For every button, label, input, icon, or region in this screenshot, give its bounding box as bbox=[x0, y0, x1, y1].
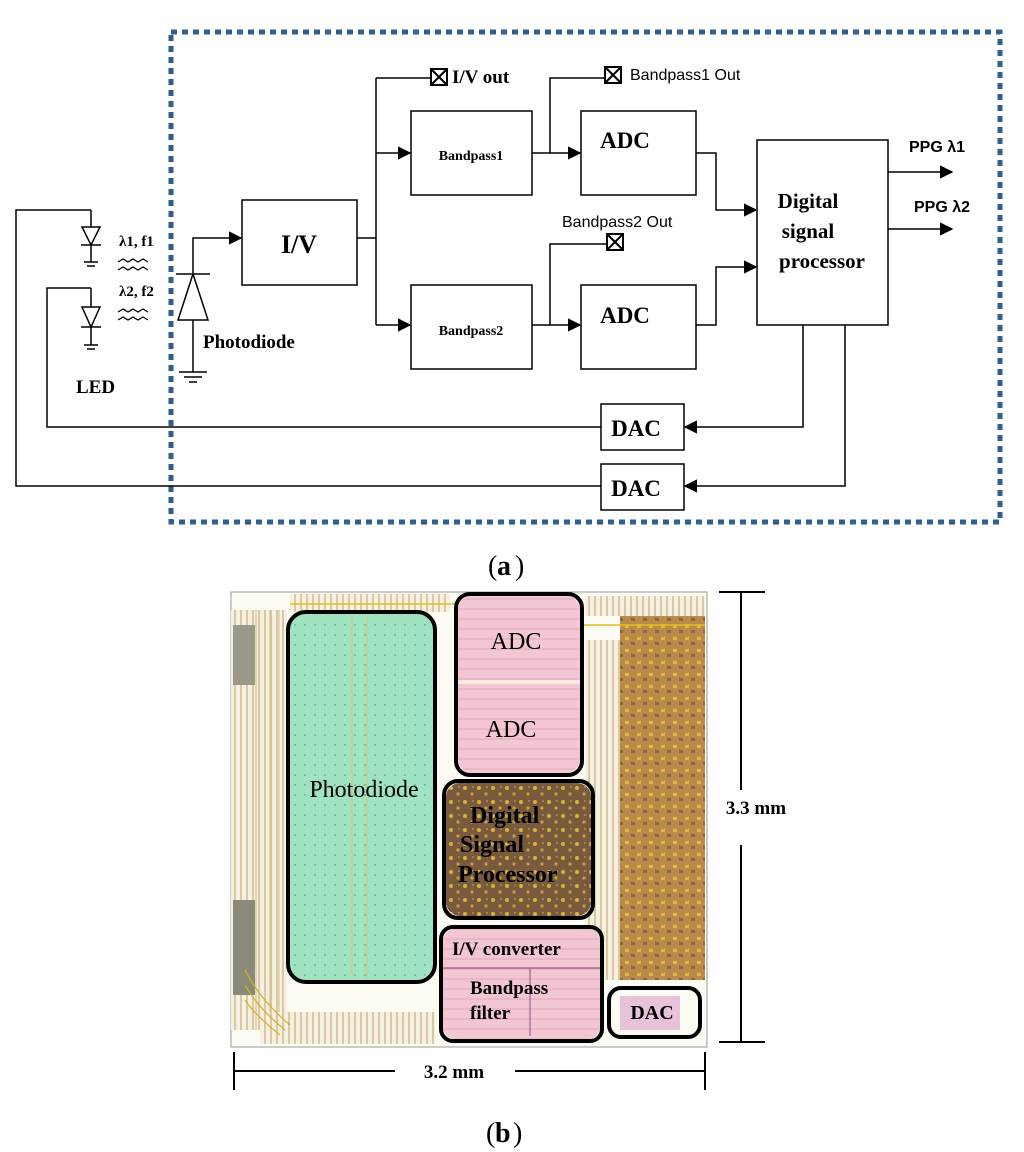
bandpass2-block-label: Bandpass2 bbox=[439, 324, 504, 339]
adc-region-outline bbox=[454, 592, 584, 777]
width-dimension-label: 3.2 mm bbox=[424, 1062, 484, 1083]
chip-layout-b: Photodiode ADC ADC Digital Signal Proces… bbox=[230, 591, 786, 1090]
adc2-region-label: ADC bbox=[486, 717, 537, 743]
dsp-region-line2: Signal bbox=[460, 832, 524, 858]
adc-region-fill bbox=[458, 596, 580, 773]
bandpass2-block bbox=[410, 284, 533, 370]
bandpass-filter-line2: filter bbox=[470, 1003, 511, 1024]
bandpass-filter-line1: Bandpass bbox=[470, 978, 548, 999]
led-1-symbol bbox=[80, 210, 102, 267]
caption-b-close: ) bbox=[513, 1118, 522, 1149]
top-routing bbox=[290, 594, 450, 612]
chip-boundary-dashed bbox=[168, 29, 1003, 525]
bandpass2-out-pad bbox=[606, 233, 624, 251]
bottom-routing-lines bbox=[244, 969, 291, 1036]
iv-block bbox=[241, 199, 358, 286]
caption-a: a bbox=[497, 551, 511, 582]
iv-bandpass-region-fill bbox=[443, 929, 600, 1039]
pad-bottom-left bbox=[233, 900, 255, 995]
caption-b: b bbox=[495, 1118, 511, 1149]
adc1-block bbox=[580, 110, 697, 196]
digital-logic-fill bbox=[620, 612, 705, 980]
dsp-region-line1: Digital bbox=[470, 803, 540, 829]
photodiode-region-label: Photodiode bbox=[309, 777, 418, 803]
adc1-region-label: ADC bbox=[491, 629, 542, 655]
bottom-routing bbox=[260, 1012, 435, 1044]
ppg-1-label: PPG λ1 bbox=[909, 139, 965, 156]
dac-region-fill bbox=[620, 996, 680, 1030]
photodiode-symbol bbox=[176, 231, 243, 383]
dac-region-outline bbox=[607, 986, 702, 1039]
ppg-2-label: PPG λ2 bbox=[914, 199, 970, 216]
adc2-block bbox=[580, 284, 697, 370]
block-diagram-a: λ1, f1 λ2, f2 Photodiode LED I/V Bandpas… bbox=[15, 29, 1003, 525]
bandpass1-block bbox=[410, 110, 533, 196]
adc-stack-divider bbox=[458, 680, 580, 684]
iv-out-label: I/V out bbox=[452, 67, 510, 88]
caption-a-close: ) bbox=[515, 551, 524, 582]
light-rays bbox=[117, 258, 149, 321]
iv-out-pad bbox=[430, 68, 448, 86]
iv-block-label: I/V bbox=[281, 230, 317, 259]
dac1-block bbox=[600, 403, 685, 451]
bandpass1-block-label: Bandpass1 bbox=[439, 149, 504, 164]
bandpass2-out-label: Bandpass2 Out bbox=[562, 214, 673, 231]
dsp-region-fill bbox=[446, 783, 591, 916]
dsp-region-outline bbox=[442, 779, 595, 920]
bandpass1-out-pad bbox=[604, 66, 622, 84]
bandpass1-out-label: Bandpass1 Out bbox=[630, 67, 741, 84]
dsp-region-line3: Processor bbox=[458, 862, 558, 888]
height-dimension bbox=[719, 591, 765, 1043]
pad-top-left bbox=[233, 625, 255, 685]
dac-region-label: DAC bbox=[630, 1002, 673, 1024]
top-right-routing bbox=[585, 596, 705, 616]
photodiode-label: Photodiode bbox=[203, 332, 295, 353]
led-2-label: λ2, f2 bbox=[119, 284, 154, 300]
photodiode-outline bbox=[286, 610, 437, 984]
adc1-block-label: ADC bbox=[600, 128, 650, 153]
led-2-symbol bbox=[80, 288, 102, 350]
photodiode-dotgrid bbox=[292, 616, 431, 978]
adc2-block-label: ADC bbox=[600, 303, 650, 328]
dac2-block-label: DAC bbox=[611, 476, 661, 501]
dac2-block bbox=[600, 463, 685, 511]
pad-column-lines bbox=[255, 610, 280, 1030]
caption-a-open: ( bbox=[488, 551, 497, 582]
width-dimension bbox=[233, 1052, 706, 1090]
caption-b-open: ( bbox=[486, 1118, 495, 1149]
dsp-label-line3: processor bbox=[779, 249, 865, 273]
dac1-block-label: DAC bbox=[611, 416, 661, 441]
dsp-label-line2: signal bbox=[782, 219, 835, 243]
led-1-label: λ1, f1 bbox=[119, 234, 154, 250]
iv-converter-label: I/V converter bbox=[452, 939, 561, 960]
led-label: LED bbox=[76, 377, 115, 398]
signal-wires bbox=[15, 77, 954, 493]
height-dimension-label: 3.3 mm bbox=[726, 798, 786, 819]
iv-bandpass-region-outline bbox=[439, 925, 604, 1043]
dsp-block bbox=[756, 139, 889, 326]
dsp-label-line1: Digital bbox=[778, 189, 839, 213]
